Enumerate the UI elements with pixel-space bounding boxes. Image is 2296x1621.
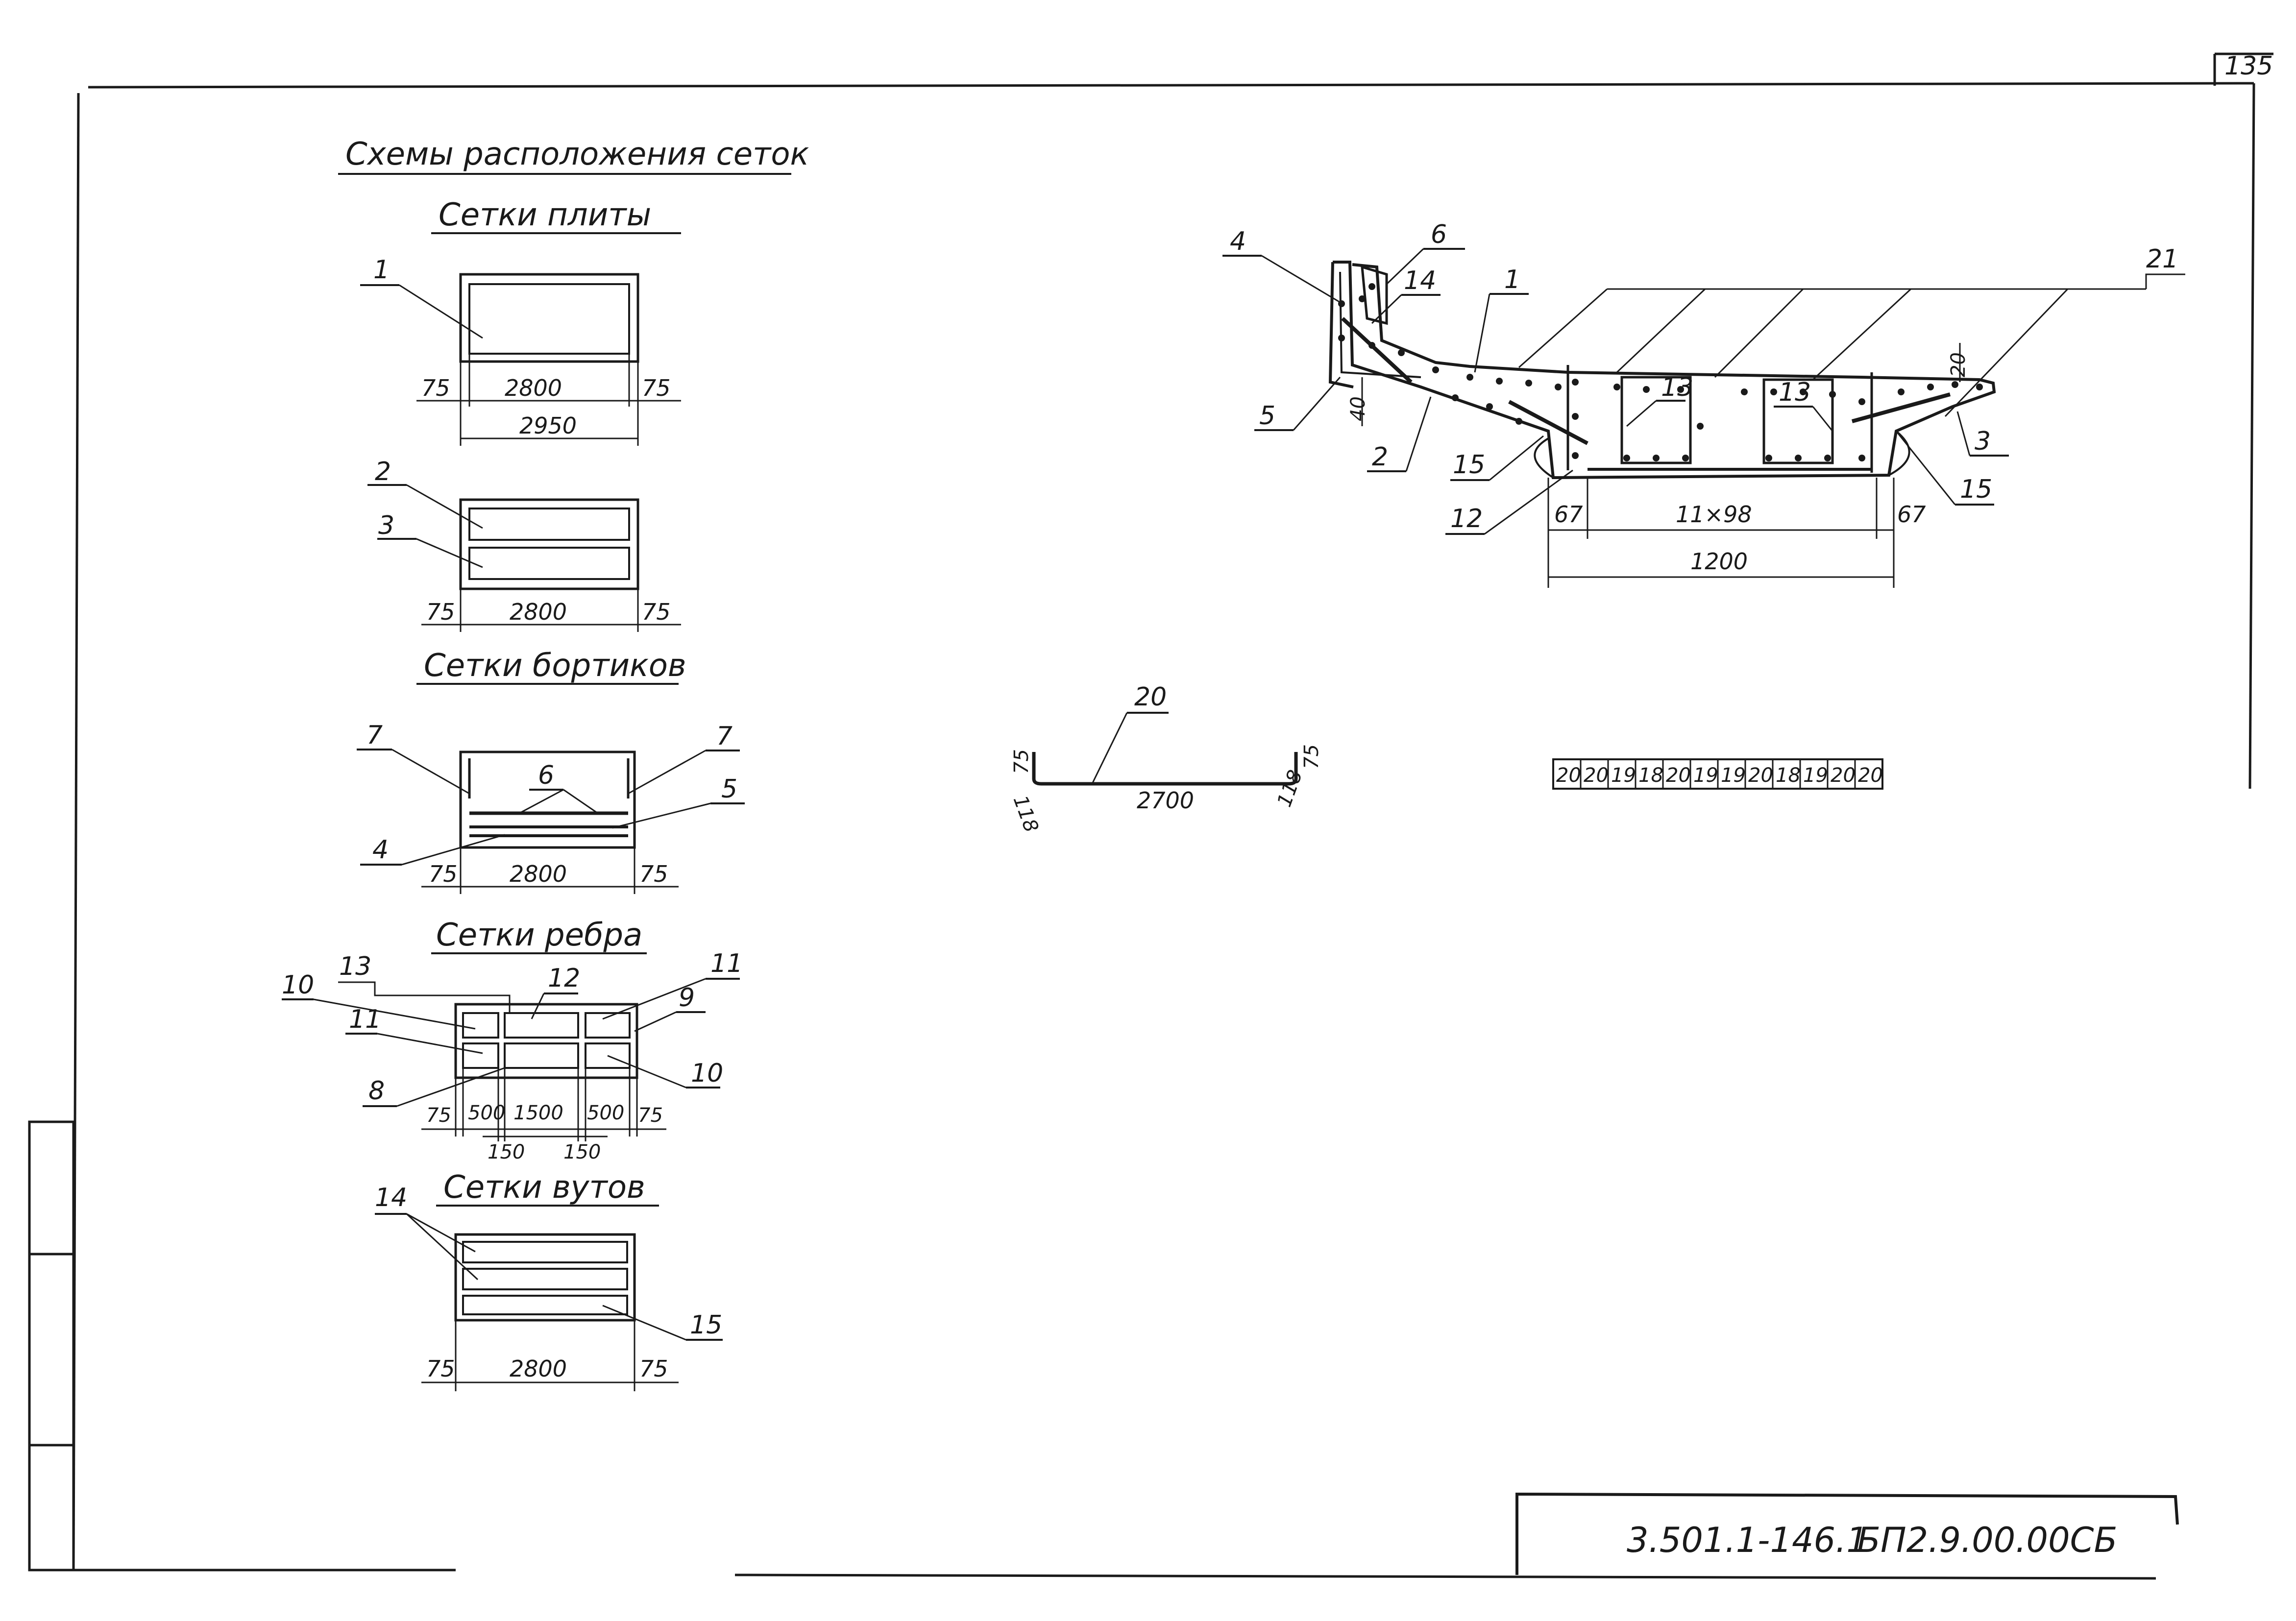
bar-table-cell: 18 [1776,764,1801,787]
bar-table-cell: 19 [1611,764,1636,787]
rib-label-12: 12 [548,964,580,993]
edge-label-4: 4 [372,835,389,865]
haunch-title: Сетки вутов [443,1169,645,1206]
bar-20-label: 20 [1134,682,1167,712]
page-number: 135 [2224,51,2273,81]
rib-label-11-left: 11 [349,1005,381,1034]
rib-dim-1500: 1500 [513,1102,563,1124]
rib-dim-150-left: 150 [488,1141,525,1163]
title-block: 3.501.1-146.1 БП2.9.00.00СБ [1515,1492,2179,1575]
section-label-13-left: 13 [1661,373,1693,402]
section-label-3: 3 [1975,427,1991,456]
section-label-14: 14 [1404,266,1436,295]
plate-dim-margin-left-2: 75 [426,599,455,625]
rib-dim-500-right: 500 [587,1102,624,1124]
plate-title: Сетки плиты [439,197,651,233]
rib-label-10-left: 10 [282,970,314,1000]
edge-label-7-right: 7 [716,722,733,751]
rib-label-9: 9 [679,983,695,1013]
plate-dim-margin-left: 75 [421,375,450,401]
rib-label-11-top: 11 [710,949,743,978]
bar-table-cell: 20 [1666,764,1691,787]
rib-dim-150-right: 150 [563,1141,601,1163]
edge-meshes: Сетки бортиков 7 7 6 5 4 75 2800 75 [357,648,745,894]
bar-20-hook-left: 75 [1010,749,1033,774]
plate-label-2: 2 [375,457,391,486]
rib-label-13: 13 [339,952,371,981]
section-label-5: 5 [1259,401,1275,431]
bar-20-radius-left: 118 [1009,793,1043,835]
edge-label-5: 5 [721,774,737,804]
section-dim-width: 1200 [1690,548,1748,575]
bar-table-cell: 20 [1858,764,1883,787]
section-label-4: 4 [1230,227,1246,256]
plate-dim-total: 2950 [519,412,577,439]
plate-dim-margin-right-2: 75 [642,599,671,625]
plate-label-1: 1 [373,255,390,285]
rib-dim-500-left: 500 [468,1102,505,1124]
section-dim-20: 20 [1947,352,1970,377]
edge-dim-margin-right: 75 [639,861,668,887]
section-dim-67-left: 67 [1554,501,1583,528]
cross-section: 4 6 14 1 21 5 40 2 15 12 13 13 20 [1222,220,2185,588]
section-bars [1338,283,1983,461]
rib-label-10-right: 10 [691,1059,723,1088]
section-label-12: 12 [1450,504,1483,533]
bar-20-hook-right: 75 [1300,744,1323,769]
bar-table-cell: 19 [1693,764,1718,787]
rib-dim-75-left: 75 [426,1104,451,1127]
stamp-code: 3.501.1-146.1 [1627,1520,1868,1560]
section-dim-67-right: 67 [1897,501,1926,528]
rib-label-8: 8 [368,1076,385,1106]
edge-label-6: 6 [538,761,554,790]
bar-table-cell: 19 [1803,764,1828,787]
bar-20-length: 2700 [1137,787,1194,814]
section-label-15-left: 15 [1453,450,1485,480]
haunch-dim-margin-left: 75 [426,1355,455,1382]
sheet-frame [28,52,2273,1580]
bar-table-cell: 18 [1638,764,1663,787]
plate-dim-span-2: 2800 [510,599,567,625]
bar-table-cell: 19 [1721,764,1746,787]
rib-title: Сетки ребра [436,917,642,953]
plate-label-3: 3 [378,511,394,540]
edge-title: Сетки бортиков [424,648,686,684]
plate-dim-span: 2800 [505,375,562,401]
haunch-meshes: Сетки вутов 14 15 75 2800 75 [375,1169,723,1391]
bar-20-detail: 20 2700 75 118 75 118 [1009,682,1323,835]
schemes-title: Схемы расположения сеток [345,136,809,172]
haunch-label-14: 14 [375,1183,407,1212]
bar-table-cell: 20 [1584,764,1609,787]
bar-table: 20 20 19 18 20 19 19 20 18 19 20 20 [1552,758,1883,790]
section-hatch [1518,273,2185,417]
section-dim-40: 40 [1347,396,1369,421]
edge-dim-span: 2800 [510,861,567,887]
section-label-6: 6 [1431,220,1447,249]
bar-table-cell: 20 [1831,764,1856,787]
plate-dim-margin-right: 75 [642,375,671,401]
plate-meshes: Сетки плиты 1 75 2800 75 2950 2 3 75 280… [360,197,681,632]
section-label-21: 21 [2146,244,2178,274]
edge-dim-margin-left: 75 [429,861,458,887]
bar-table-cell: 20 [1556,764,1581,787]
section-dim-pitch: 11×98 [1676,501,1752,528]
haunch-label-15: 15 [690,1310,722,1340]
stamp-mark: БП2.9.00.00СБ [1857,1520,2118,1560]
section-label-15-right: 15 [1960,475,1992,504]
rib-meshes: Сетки ребра 13 12 11 10 9 11 8 10 [282,917,743,1163]
bar-table-cell: 20 [1748,764,1773,787]
bar-20-radius-right: 118 [1273,767,1307,810]
section-label-2: 2 [1372,442,1388,472]
haunch-dim-margin-right: 75 [639,1355,668,1382]
rib-dim-75-right: 75 [638,1104,663,1127]
edge-label-7-left: 7 [366,721,383,750]
section-label-13-right: 13 [1779,378,1811,407]
haunch-dim-span: 2800 [510,1355,567,1382]
section-label-1: 1 [1504,265,1520,294]
